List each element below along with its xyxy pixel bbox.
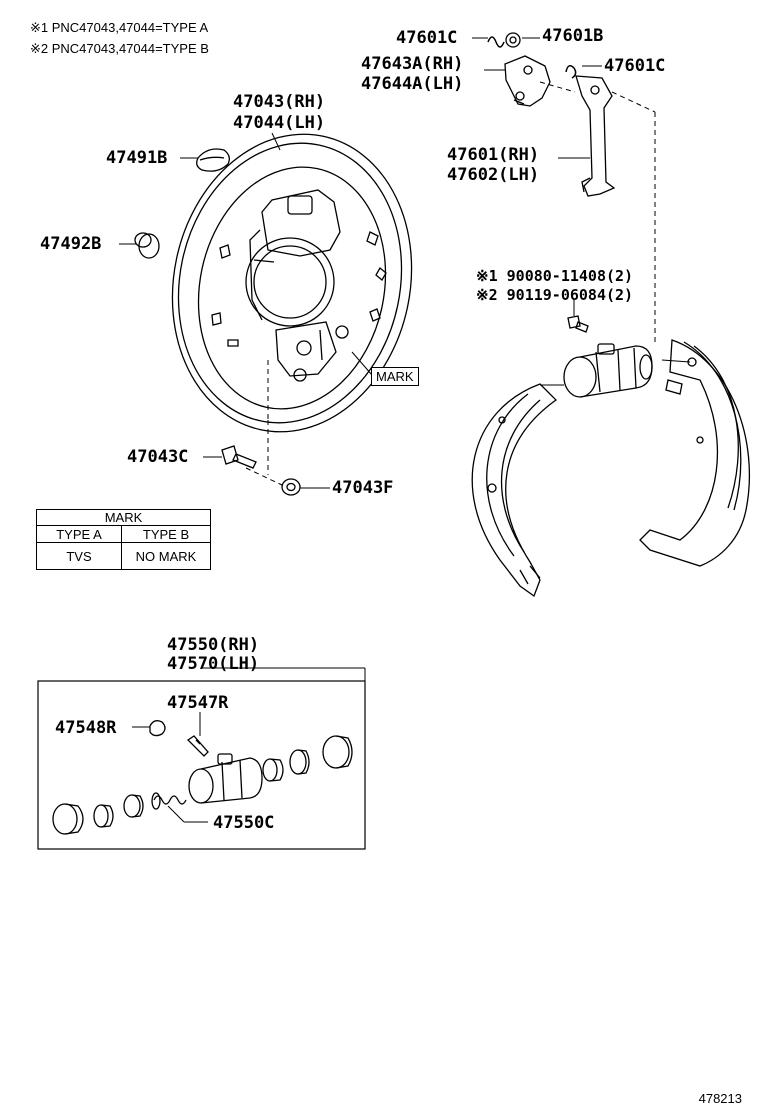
label-47043c: 47043C: [127, 447, 189, 467]
mark-callout: MARK: [371, 367, 419, 386]
nut-part: [281, 478, 301, 496]
label-47044: 47044(LH): [233, 113, 326, 133]
label-47550c: 47550C: [213, 813, 275, 833]
label-47644a: 47644A(LH): [361, 74, 464, 94]
backing-plate: [171, 133, 413, 433]
label-47043f: 47043F: [332, 478, 394, 498]
mark-table-val-b: NO MARK: [121, 542, 211, 570]
brake-shoe-right: [639, 339, 750, 567]
label-47570: 47570(LH): [167, 654, 260, 674]
label-47491b: 47491B: [106, 148, 168, 168]
illustration-number: 478213: [698, 1091, 742, 1106]
retainer-clip-part: [565, 65, 577, 79]
label-47643a: 47643A(RH): [361, 54, 464, 74]
spring-clip-part: [487, 32, 521, 48]
label-bolt-type-a: ※1 90080-11408(2): [476, 267, 634, 285]
label-47550: 47550(RH): [167, 635, 260, 655]
mark-table-col-a: TYPE A: [36, 525, 122, 543]
label-47492b: 47492B: [40, 234, 102, 254]
label-47601c-top: 47601C: [396, 28, 458, 48]
adjuster-lever-part: [504, 55, 551, 107]
wheel-cylinder-kit-box: [37, 680, 366, 850]
parking-brake-lever-part: [575, 75, 616, 197]
mark-table: MARK TYPE A TYPE B TVS NO MARK: [36, 509, 211, 570]
mark-table-title: MARK: [36, 509, 211, 526]
grommet-part: [196, 148, 230, 172]
label-47547r: 47547R: [167, 693, 229, 713]
wheel-cylinder-part: [563, 343, 653, 398]
brake-shoe-left: [471, 383, 558, 598]
label-47601c-right: 47601C: [604, 56, 666, 76]
note-type-a: ※1 PNC47043,47044=TYPE A: [30, 20, 209, 35]
cylinder-bolt-part: [567, 315, 589, 333]
mark-table-col-b: TYPE B: [121, 525, 211, 543]
cylinder-kit-parts: [52, 720, 353, 835]
plug-part: [134, 232, 160, 259]
label-47548r: 47548R: [55, 718, 117, 738]
label-47601b: 47601B: [542, 26, 604, 46]
label-47601: 47601(RH): [447, 145, 540, 165]
mark-table-val-a: TVS: [36, 542, 122, 570]
note-type-b: ※2 PNC47043,47044=TYPE B: [30, 41, 209, 56]
bolt-part: [221, 445, 257, 469]
label-bolt-type-b: ※2 90119-06084(2): [476, 286, 634, 304]
label-47602: 47602(LH): [447, 165, 540, 185]
label-47043: 47043(RH): [233, 92, 326, 112]
